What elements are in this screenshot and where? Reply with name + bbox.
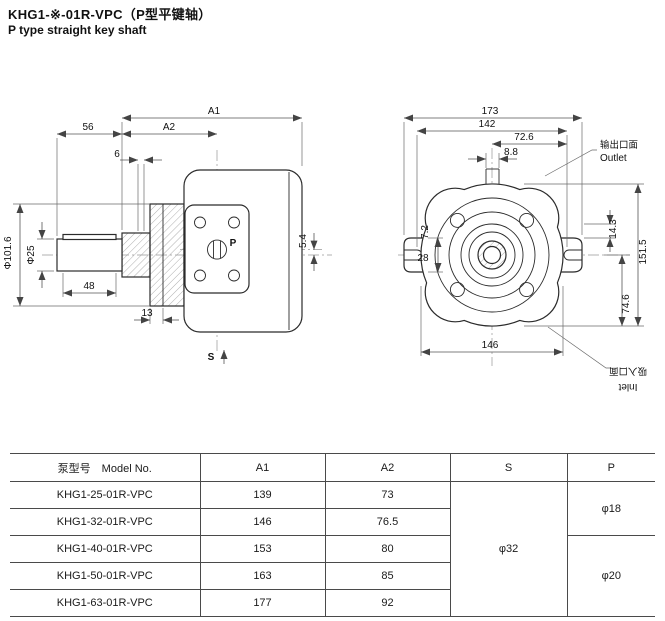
rear-flange-plate (149, 203, 185, 307)
dim-8-8-label: 8.8 (504, 147, 518, 158)
dim-a2-label: A2 (163, 122, 176, 133)
dim-6: 6 (114, 149, 162, 231)
dim-72-6-label: 72.6 (514, 132, 534, 143)
cell-a2: 73 (324, 481, 451, 509)
dim-142: 142 (416, 119, 568, 247)
dim-74-6-label: 74.6 (621, 294, 632, 314)
header-a1: A1 (199, 453, 326, 482)
bolt-holes (194, 216, 240, 282)
left-side-view: P A1 56 A2 (3, 106, 332, 364)
cell-a1: 153 (199, 535, 326, 563)
dim-146: 146 (420, 286, 564, 356)
cell-a2: 92 (324, 589, 451, 617)
cell-model: KHG1-50-01R-VPC (10, 562, 201, 590)
table-row: KHG1-40-01R-VPC 153 80 φ20 (10, 535, 655, 617)
dim-142-label: 142 (479, 119, 496, 130)
mounting-ear-left (403, 237, 427, 273)
cell-model: KHG1-63-01R-VPC (10, 589, 201, 617)
dim-5-4: 5.4 (298, 233, 318, 271)
dim-13: 13 (134, 308, 179, 324)
spec-header-row: 泵型号 Model No. A1 A2 S P (10, 453, 655, 482)
dim-phi101: Φ101.6 (3, 203, 150, 307)
outlet-callout: 输出口面 Outlet (544, 139, 638, 177)
mounting-ear-right (557, 237, 583, 273)
dim-56-label: 56 (82, 122, 94, 133)
inlet-callout: 吸入口面 Inlet (547, 326, 647, 392)
dim-56: 56 (56, 122, 122, 236)
dim-48-label: 48 (83, 281, 95, 292)
dim-28-label: 28 (417, 253, 429, 264)
spec-table: 泵型号 Model No. A1 A2 S P KHG1-25-01R-VPC … (10, 453, 655, 617)
cell-a2: 76.5 (324, 508, 451, 536)
cell-p-small: φ18 (566, 481, 655, 536)
drawing-title: KHG1-※-01R-VPC（P型平键轴） (8, 7, 212, 22)
spec-table-wrap: 泵型号 Model No. A1 A2 S P KHG1-25-01R-VPC … (10, 453, 655, 617)
dim-173-label: 173 (482, 106, 499, 117)
dim-phi101-label: Φ101.6 (3, 236, 14, 269)
dim-72-6: 72.6 (492, 132, 567, 148)
cell-model: KHG1-32-01R-VPC (10, 508, 201, 536)
dim-a1: A1 (121, 106, 303, 230)
port-p-circle (207, 239, 227, 260)
cell-a2: 85 (324, 562, 451, 590)
cell-a1: 177 (199, 589, 326, 617)
shaft-key (62, 233, 117, 241)
drawing-subtitle: P type straight key shaft (8, 23, 147, 37)
port-s-marker: S (208, 350, 228, 364)
dim-48: 48 (62, 273, 117, 297)
dim-8-8: 8.8 (468, 147, 518, 168)
table-row: KHG1-25-01R-VPC 139 73 φ32 φ18 (10, 481, 655, 617)
dim-a2: A2 (122, 122, 217, 138)
pump-technical-drawing: P A1 56 A2 (3, 106, 649, 392)
dim-5-4-label: 5.4 (298, 234, 309, 248)
outlet-label-cn: 输出口面 (600, 139, 638, 151)
port-s-label: S (208, 352, 215, 363)
shaft-collar (121, 232, 151, 278)
cell-a1: 163 (199, 562, 326, 590)
cell-a1: 139 (199, 481, 326, 509)
cell-s-merged: φ32 (449, 481, 568, 617)
dim-151-5: 151.5 (524, 183, 649, 327)
dim-phi25: Φ25 (26, 222, 54, 288)
cell-a2: 80 (324, 535, 451, 563)
outlet-label-en: Outlet (600, 153, 627, 164)
cell-p-large: φ20 (566, 535, 655, 617)
dim-phi25-label: Φ25 (26, 245, 37, 265)
table-row: KHG1-32-01R-VPC 146 76.5 (10, 508, 655, 536)
header-s: S (449, 453, 568, 482)
cell-model: KHG1-40-01R-VPC (10, 535, 201, 563)
table-row: KHG1-50-01R-VPC 163 85 (10, 562, 655, 590)
cell-model: KHG1-25-01R-VPC (10, 481, 201, 509)
dim-7-2-label: 7.2 (420, 225, 431, 239)
dim-74-6: 74.6 (604, 254, 632, 326)
housing-circles (434, 197, 550, 313)
key-shaft (56, 238, 123, 272)
dim-14-3: 14.3 (584, 210, 619, 252)
dim-14-3-label: 14.3 (608, 219, 619, 239)
dim-13-label: 13 (141, 308, 153, 319)
table-row: KHG1-63-01R-VPC 177 92 (10, 589, 655, 617)
header-a2: A2 (324, 453, 451, 482)
header-model: 泵型号 Model No. (10, 453, 201, 482)
header-p: P (566, 453, 655, 482)
port-p-label: P (230, 238, 237, 249)
cell-a1: 146 (199, 508, 326, 536)
dim-6-label: 6 (114, 149, 120, 160)
dim-a1-label: A1 (208, 106, 221, 117)
right-front-view: 173 142 72.6 8.8 输出口面 O (398, 106, 649, 392)
mounting-plate (184, 204, 250, 294)
inlet-label-en: Inlet (618, 381, 637, 392)
cover-bolt-circles (449, 212, 535, 298)
dim-28: 28 7.2 (417, 225, 443, 273)
dim-151-5-label: 151.5 (638, 239, 649, 264)
dim-146-label: 146 (482, 340, 499, 351)
inlet-label-cn: 吸入口面 (609, 365, 647, 376)
dim-173: 173 (403, 106, 583, 235)
outlet-notch (485, 168, 500, 184)
